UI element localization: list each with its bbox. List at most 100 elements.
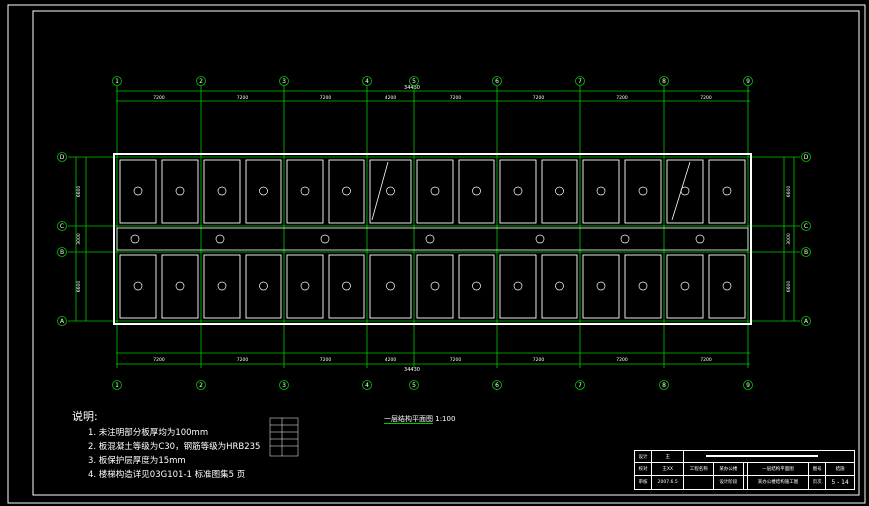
axis-bubble-9: 9: [743, 76, 753, 86]
slab-panel-upper: [245, 159, 282, 224]
top-span-label: 7200: [616, 95, 628, 101]
slab-tag: [386, 281, 395, 291]
corridor-slab-tag: [320, 234, 330, 244]
slab-panel-upper: [161, 159, 199, 224]
axis-label: B: [60, 249, 64, 256]
axis-label: 1: [115, 78, 119, 85]
axis-label: C: [60, 223, 64, 230]
slab-tag: [259, 281, 268, 291]
axis-label: 7: [578, 382, 582, 389]
tb-cell: 一层结构平面图: [746, 462, 810, 476]
axis-bubble-C: C: [57, 221, 67, 231]
note-item: 1. 未注明部分板厚均为100mm: [88, 428, 209, 438]
slab-tag: [513, 281, 523, 291]
bottom-span-label: 7200: [320, 357, 332, 363]
stair-line: [671, 161, 691, 221]
slab-panel-upper: [708, 159, 746, 224]
slab-tag: [722, 281, 732, 291]
axis-bubble-6: 6: [492, 76, 502, 86]
top-span-label: 7200: [450, 95, 462, 101]
slab-tag: [342, 281, 351, 291]
axis-bubble-1: 1: [112, 380, 122, 390]
tb-cell: 某办公楼结构施工图: [746, 474, 810, 491]
axis-label: B: [804, 249, 808, 256]
bottom-span-label: 4200: [385, 357, 397, 363]
note-item: 4. 楼梯构造详见03G101-1 标准图集5 页: [88, 470, 246, 480]
tb-cell: 某办公楼: [713, 462, 744, 476]
tb-cell: [742, 474, 748, 491]
axis-label: D: [804, 154, 809, 161]
drawing-frame-outer: [7, 4, 866, 504]
slab-tag: [217, 281, 227, 291]
tb-cell: 设计阶段: [713, 474, 744, 491]
top-span-label: 7200: [320, 95, 332, 101]
title-block: 设计 王 校对 王XX 工程名称 某办公楼 一层结构平面图 图号 结施 审核 2…: [634, 449, 855, 491]
axis-bubble-1: 1: [112, 76, 122, 86]
slab-panel-upper: [328, 159, 365, 224]
right-dim-label: 6600: [786, 186, 792, 198]
slab-tag: [638, 186, 648, 196]
axis-label: 5: [412, 382, 416, 389]
bottom-span-label: 7200: [616, 357, 628, 363]
building-outline: [113, 153, 752, 325]
corridor-slab-tag: [620, 234, 630, 244]
slab-panel-upper: [582, 159, 620, 224]
slab-panel-upper: [416, 159, 454, 224]
tb-cell: 2007.6.5: [650, 474, 685, 491]
slab-panel-lower: [624, 254, 662, 319]
corridor-slab-tag: [695, 234, 705, 244]
axis-label: 5: [412, 78, 416, 85]
axis-bubble-C: C: [801, 221, 811, 231]
top-span-label: 7200: [153, 95, 165, 101]
axis-label: 8: [662, 78, 666, 85]
slab-tag: [722, 186, 732, 196]
slab-tag: [638, 281, 648, 291]
axis-label: 2: [199, 382, 203, 389]
axis-label: 7: [578, 78, 582, 85]
corridor-band: [116, 227, 749, 251]
drawing-caption: 一层结构平面图 1:100: [384, 414, 455, 424]
slab-panel-lower: [458, 254, 495, 319]
design-notes: 说明: 1. 未注明部分板厚均为100mm 2. 板混凝土等级为C30，钢筋等级…: [72, 408, 260, 482]
axis-label: 3: [282, 78, 286, 85]
slab-tag: [342, 186, 351, 196]
tb-cell: 设计: [634, 449, 652, 464]
top-span-label: 7200: [533, 95, 545, 101]
tb-cell: [683, 449, 855, 464]
axis-label: C: [804, 223, 808, 230]
axis-bubble-5: 5: [409, 380, 419, 390]
slab-panel-lower: [708, 254, 746, 319]
bottom-span-label: 7200: [153, 357, 165, 363]
slab-panel-lower: [161, 254, 199, 319]
slab-tag: [175, 281, 185, 291]
left-dim-label: 6600: [76, 281, 82, 293]
stair-line: [371, 161, 389, 221]
slab-panel-lower: [203, 254, 241, 319]
corridor-slab-tag: [425, 234, 435, 244]
axis-label: 6: [495, 78, 499, 85]
axis-label: 6: [495, 382, 499, 389]
corridor-slab-tag: [130, 234, 140, 244]
span-dimension-labels: 7200 7200 7200 7200 7200 7200 4200 4200 7200 7200…: [75, 95, 795, 363]
axis-bubble-2: 2: [196, 76, 206, 86]
tb-cell: 校对: [634, 462, 652, 476]
caption-title: 一层结构平面图: [384, 415, 433, 424]
slab-tag: [430, 186, 440, 196]
slab-panel-lower: [328, 254, 365, 319]
axis-label: A: [60, 318, 65, 325]
axis-label: 9: [746, 382, 750, 389]
slab-tag: [386, 186, 395, 196]
axis-bubble-3: 3: [279, 380, 289, 390]
slab-panel-lower: [119, 254, 157, 319]
slab-panel-lower: [541, 254, 578, 319]
axis-label: D: [60, 154, 65, 161]
sheet-number: 5 - 14: [825, 474, 855, 491]
right-dim-label: 6600: [786, 281, 792, 293]
top-span-label: 4200: [385, 95, 397, 101]
axis-label: A: [804, 318, 809, 325]
top-total-dimension: 34430: [404, 85, 420, 91]
slab-panel-lower: [666, 254, 704, 319]
axis-label: 1: [115, 382, 119, 389]
bottom-total-dimension: 34430: [404, 367, 420, 373]
